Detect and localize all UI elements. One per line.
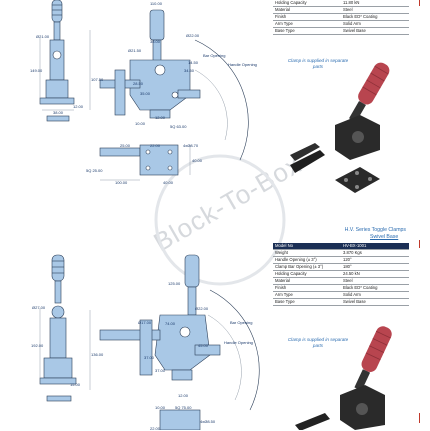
dim-bottom-11: 37.00 <box>144 355 155 360</box>
spec-label: Finish <box>273 284 341 292</box>
dim-top-20: 22.00 <box>150 143 161 148</box>
dim-bottom-5: 74.00 <box>165 321 176 326</box>
spec-value: Steel <box>341 6 409 14</box>
spec-value: 3.870 Kgs <box>341 249 409 257</box>
dim-top-24: 40.00 <box>163 180 174 185</box>
spec-value: Steel <box>341 277 409 285</box>
spec-value: Swivel Base <box>341 298 409 306</box>
top-product-photo <box>290 62 390 193</box>
dim-bottom-16: 12.00 <box>178 393 189 398</box>
spec-value: 24.50 kN <box>341 270 409 278</box>
dim-bottom-4: Ø17.00 <box>138 320 152 325</box>
dim-bottom-6: Bar Opening <box>230 320 253 325</box>
spec-label: Handle Opening (± 3°) <box>273 256 341 264</box>
spec-label: Base Type <box>273 298 341 306</box>
spec-value: 120° <box>341 256 409 264</box>
dim-top-21: 4xØ8.70 <box>183 143 199 148</box>
spec-header-label: Model No <box>273 243 341 250</box>
dim-top-23: 40.00 <box>192 158 203 163</box>
spec-label: Clamp Bar Opening (± 3°) <box>273 263 341 271</box>
spec-label: Base Type <box>273 27 341 35</box>
spec-label: Weight <box>273 249 341 257</box>
dim-top-3: 149.00 <box>30 68 43 73</box>
dim-bottom-8: 45.00 <box>198 343 209 348</box>
dim-top-2: Ø21.00 <box>36 34 50 39</box>
dim-top-10: 14.50 <box>188 60 199 65</box>
spec-label: Finish <box>273 13 341 21</box>
dim-bottom-15: 5Q 75.00 <box>175 405 192 410</box>
spec-label: Arm Type <box>273 20 341 28</box>
spec-value: Black ED* Coating <box>341 13 409 21</box>
dim-top-11: 34.50 <box>184 68 195 73</box>
dim-bottom-17: 22.00 <box>150 426 161 431</box>
spec-value: 11.80 kN <box>341 0 409 7</box>
spec-value: Black ED* Coating <box>341 284 409 292</box>
dim-top-14: 12.00 <box>73 104 84 109</box>
spec-label: Material <box>273 277 341 285</box>
dim-top-13: 35.00 <box>140 91 151 96</box>
spec-row: Handle Opening (± 3°)120° <box>273 256 409 264</box>
top-technical-drawing <box>39 0 249 181</box>
spec-label: Holding Capacity <box>273 270 341 278</box>
dim-top-6: Ø22.00 <box>186 33 200 38</box>
dim-bottom-10: 136.00 <box>91 352 104 357</box>
section2-supplied-note: Clamp is supplied in separate parts <box>287 337 349 348</box>
edge-marker-mid <box>419 240 420 248</box>
dim-top-16: 5Q 63.00 <box>170 124 187 129</box>
dim-top-15: 10.00 <box>135 121 146 126</box>
dim-bottom-3: Ø22.00 <box>195 306 209 311</box>
spec-value: Solid Arm <box>341 291 409 299</box>
spec-label: Arm Type <box>273 291 341 299</box>
bottom-technical-drawing <box>39 254 260 430</box>
spec-value: Swivel Base <box>341 27 409 35</box>
dim-top-1: 110.00 <box>150 1 162 6</box>
dim-bottom-2: Ø27.00 <box>32 305 46 310</box>
dim-top-22: 5Q 25.00 <box>86 168 103 173</box>
dim-bottom-9: 192.00 <box>31 343 44 348</box>
dim-top-5: Ø21.50 <box>128 48 142 53</box>
dim-top-9: 107.50 <box>91 77 104 82</box>
dim-bottom-13: 15.00 <box>70 382 81 387</box>
dim-top-18: 38.00 <box>53 110 64 115</box>
spec-value: Solid Arm <box>341 20 409 28</box>
dim-top-12: 28.50 <box>133 81 144 86</box>
section2-subtitle: Swivel Base <box>370 234 399 240</box>
edge-marker-bottom <box>419 413 420 423</box>
edge-marker-top <box>419 0 420 6</box>
dim-top-17: 12.00 <box>155 115 166 120</box>
spec-label: Holding Capacity <box>273 0 341 7</box>
dim-top-8: Handle Opening <box>228 62 257 67</box>
dim-bottom-7: Handle Opening <box>224 340 253 345</box>
watermark-ring <box>154 154 286 286</box>
dim-top-4: 38.00 <box>150 39 161 44</box>
spec-value: 180° <box>341 263 409 271</box>
spec-header-value: HV-BX-1001 <box>341 243 409 250</box>
dim-top-25: 100.00 <box>115 180 128 185</box>
dim-top-7: Bar Opening <box>203 53 226 58</box>
spec-row: Clamp Bar Opening (± 3°)180° <box>273 263 409 271</box>
dim-bottom-12: 37.00 <box>155 368 166 373</box>
spec-label: Material <box>273 6 341 14</box>
dim-bottom-18: 4xØ8.50 <box>200 419 216 424</box>
dim-bottom-1: 125.00 <box>168 281 181 286</box>
dim-bottom-14: 10.00 <box>155 405 166 410</box>
dim-top-19: 25.00 <box>120 143 131 148</box>
bottom-product-photo <box>295 326 392 430</box>
top-supplied-note: Clamp is supplied in separate parts <box>287 58 349 69</box>
section2-title: H.V. Series Toggle Clamps <box>344 227 406 233</box>
